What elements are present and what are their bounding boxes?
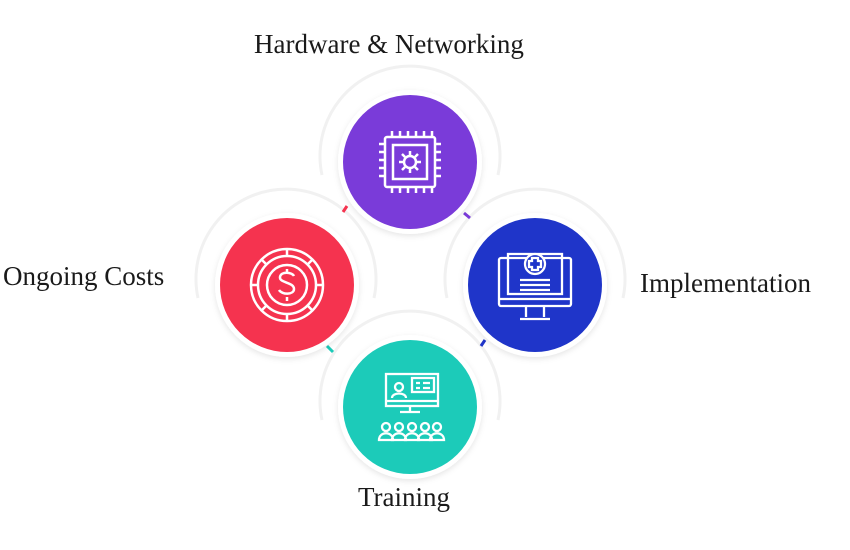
- presentation-audience-icon: [377, 372, 446, 442]
- connector-tick: [463, 211, 471, 220]
- node-hardware: [338, 90, 482, 234]
- cpu-chip-icon: [379, 131, 441, 193]
- node-training: [338, 335, 482, 479]
- label-training: Training: [358, 482, 451, 512]
- label-implementation: Implementation: [640, 268, 811, 298]
- connector-tick: [479, 339, 487, 347]
- ongoing-circle: [220, 218, 354, 352]
- label-ongoing: Ongoing Costs: [3, 261, 165, 291]
- connector-tick: [341, 205, 349, 213]
- node-ongoing: [215, 213, 359, 357]
- node-implementation: [463, 213, 607, 357]
- connector-tick: [325, 344, 335, 354]
- hardware-circle: [343, 95, 477, 229]
- label-hardware: Hardware & Networking: [254, 29, 524, 59]
- dollar-coin-icon: [249, 247, 325, 323]
- medical-monitor-icon: [497, 252, 573, 321]
